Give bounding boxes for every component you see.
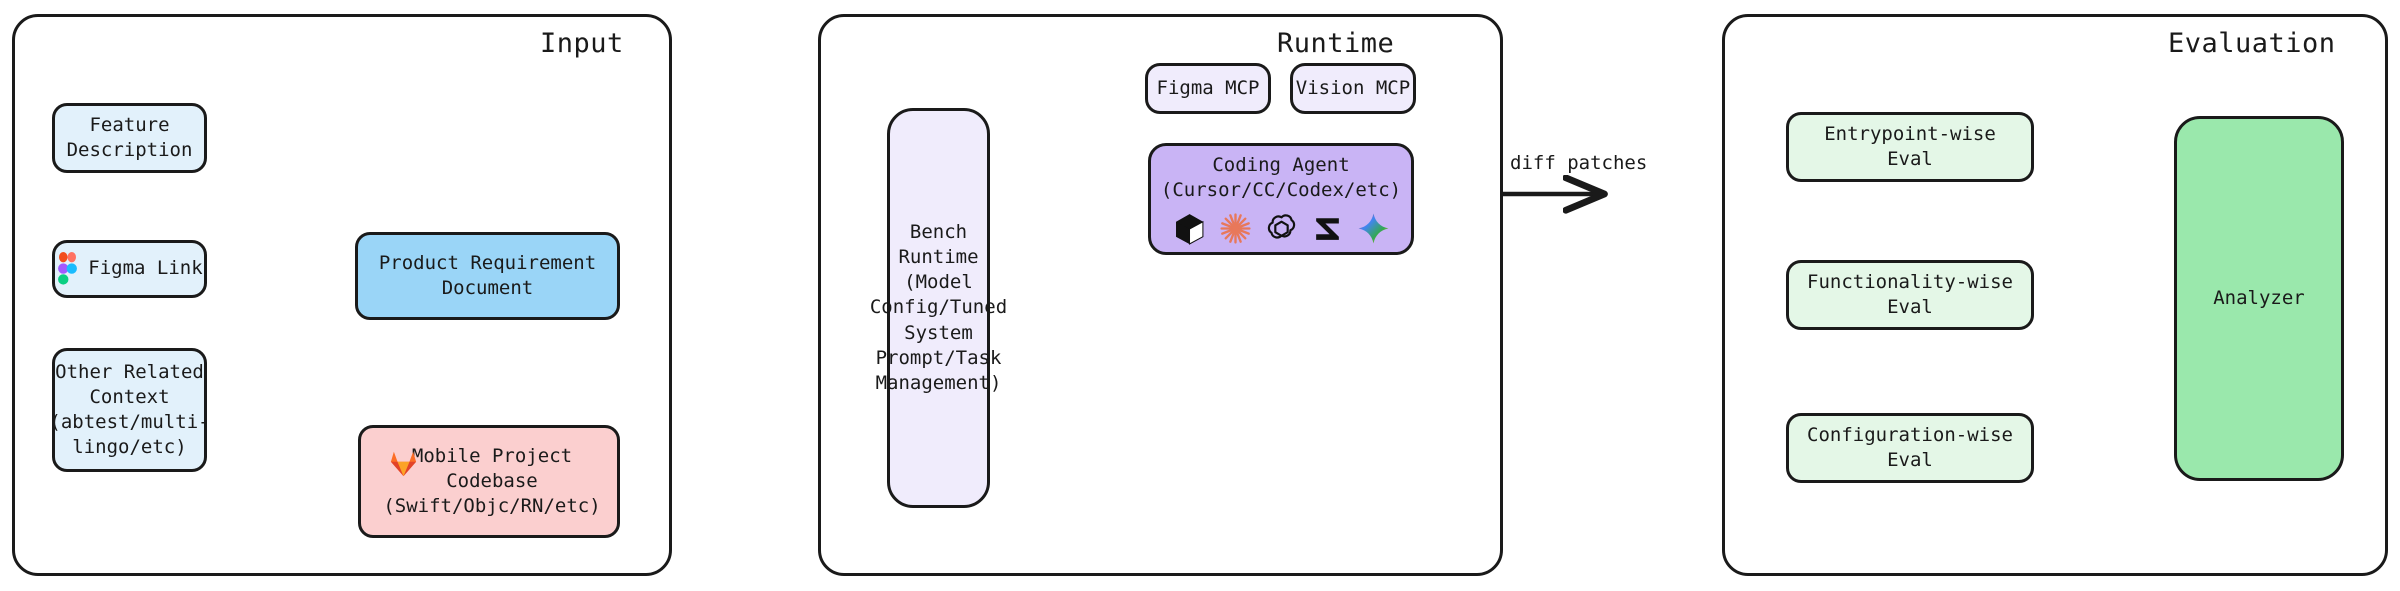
node-entrypoint-wise-eval-label: Entrypoint-wise Eval xyxy=(1824,122,1996,170)
node-figma-mcp[interactable]: Figma MCP xyxy=(1145,63,1271,114)
coding-agent-logo-row xyxy=(1173,212,1390,245)
gemini-icon xyxy=(1358,213,1388,244)
node-product-requirement-document[interactable]: Product Requirement Document xyxy=(355,232,620,320)
node-product-requirement-document-label: Product Requirement Document xyxy=(378,251,597,299)
node-feature-description-label: Feature Description xyxy=(66,113,193,161)
node-bench-runtime[interactable]: Bench Runtime (Model Config/Tuned System… xyxy=(870,108,1007,508)
node-bench-runtime-label: Bench Runtime (Model Config/Tuned System… xyxy=(869,221,1008,394)
node-mobile-project-codebase[interactable]: Mobile Project Codebase (Swift/Objc/RN/e… xyxy=(358,425,620,538)
node-functionality-wise-eval[interactable]: Functionality-wise Eval xyxy=(1786,260,2034,330)
panel-input-title: Input xyxy=(540,28,624,59)
node-figma-link[interactable]: Figma Link xyxy=(52,240,207,298)
node-other-related-context-label: Other Related Context (abtest/multi- lin… xyxy=(49,360,210,459)
claude-icon xyxy=(1219,213,1251,244)
node-analyzer-label: Analyzer xyxy=(2213,286,2305,309)
node-entrypoint-wise-eval[interactable]: Entrypoint-wise Eval xyxy=(1786,112,2034,182)
openai-icon xyxy=(1267,214,1295,239)
gitlab-fox-icon xyxy=(390,451,417,477)
cursor-icon xyxy=(1175,214,1203,245)
node-configuration-wise-eval[interactable]: Configuration-wise Eval xyxy=(1786,413,2034,483)
node-analyzer[interactable]: Analyzer xyxy=(2174,116,2344,481)
edge-label-diff-patches: diff patches xyxy=(1510,152,1648,174)
node-functionality-wise-eval-label: Functionality-wise Eval xyxy=(1807,270,2013,318)
figma-icon xyxy=(58,252,78,285)
panel-evaluation-title: Evaluation xyxy=(2168,28,2336,59)
panel-runtime-title: Runtime xyxy=(1277,28,1395,59)
node-vision-mcp-label: Vision MCP xyxy=(1295,76,1411,99)
node-other-related-context[interactable]: Other Related Context (abtest/multi- lin… xyxy=(49,348,210,472)
node-coding-agent-label: Coding Agent (Cursor/CC/Codex/etc) xyxy=(1160,153,1402,201)
node-figma-mcp-label: Figma MCP xyxy=(1156,76,1260,99)
node-coding-agent[interactable]: Coding Agent (Cursor/CC/Codex/etc) xyxy=(1148,143,1414,255)
node-feature-description[interactable]: Feature Description xyxy=(52,103,207,173)
node-configuration-wise-eval-label: Configuration-wise Eval xyxy=(1807,423,2013,471)
node-figma-link-label: Figma Link xyxy=(88,257,203,280)
node-vision-mcp[interactable]: Vision MCP xyxy=(1290,63,1416,114)
coding-agent-content: Coding Agent (Cursor/CC/Codex/etc) xyxy=(1161,153,1401,245)
zed-icon xyxy=(1315,218,1339,240)
